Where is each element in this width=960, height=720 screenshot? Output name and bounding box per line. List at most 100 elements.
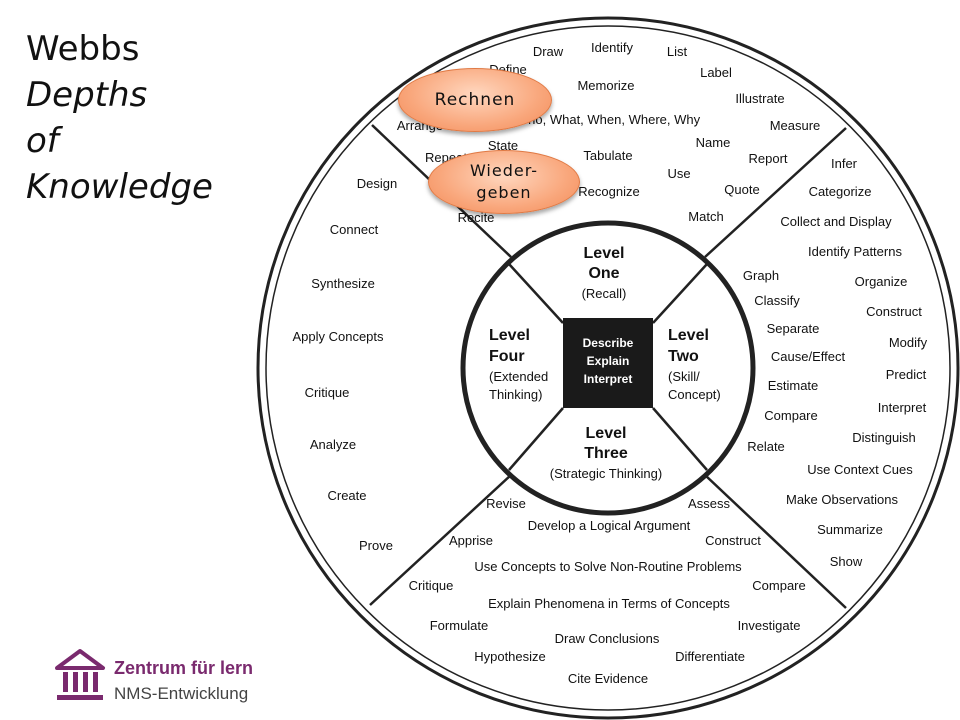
skill-word: Make Observations <box>786 492 898 507</box>
strategic-word: Hypothesize <box>474 649 546 664</box>
slide-title: Webbs Depths of Knowledge <box>26 26 213 210</box>
recall-word: Label <box>700 65 732 80</box>
recall-word: Who, What, When, Where, Why <box>516 112 701 127</box>
level-two-sub-2: Concept) <box>668 387 721 402</box>
skill-word: Infer <box>831 156 858 171</box>
skill-word: Summarize <box>817 522 883 537</box>
recall-word: Recite <box>458 210 495 225</box>
skill-word: Use Context Cues <box>807 462 913 477</box>
skill-word: Interpret <box>878 400 927 415</box>
rechnen-bubble-text: Rechnen <box>434 90 516 110</box>
skill-word: Distinguish <box>852 430 916 445</box>
recall-word: Match <box>688 209 723 224</box>
extended-word: Connect <box>330 222 379 237</box>
strategic-word: Explain Phenomena in Terms of Concepts <box>488 596 730 611</box>
strategic-word: Apprise <box>449 533 493 548</box>
title-line-1: Webbs <box>26 29 140 69</box>
level-one-label-1: Level <box>584 245 625 262</box>
extended-word: Design <box>357 176 397 191</box>
wiedergeben-bubble-text: Wieder- geben <box>470 160 538 204</box>
skill-word: Categorize <box>809 184 872 199</box>
level-four-sub-2: Thinking) <box>489 387 542 402</box>
recall-word: Use <box>667 166 690 181</box>
skill-word: Show <box>830 554 863 569</box>
level-two-sub-1: (Skill/ <box>668 369 700 384</box>
strategic-word: Cite Evidence <box>568 671 648 686</box>
skill-word: Identify Patterns <box>808 244 902 259</box>
center-text-2: Explain <box>587 354 630 368</box>
extended-word: Synthesize <box>311 276 375 291</box>
strategic-word: Draw Conclusions <box>555 631 660 646</box>
divider-bottom-right <box>704 474 847 609</box>
skill-word: Separate <box>767 321 820 336</box>
outer-ring-inner-line <box>265 25 951 711</box>
center-text-1: Describe <box>583 336 634 350</box>
temple-logo-icon <box>55 649 105 700</box>
skill-word: Estimate <box>768 378 819 393</box>
level-one-label-2: One <box>588 265 619 282</box>
level-three-label-1: Level <box>586 425 627 442</box>
strategic-word: Assess <box>688 496 730 511</box>
strategic-word: Differentiate <box>675 649 745 664</box>
level-three-label-2: Three <box>584 445 628 462</box>
skill-word: Construct <box>866 304 922 319</box>
rechnen-bubble: Rechnen <box>398 68 552 132</box>
inner-divider-tr <box>652 263 708 324</box>
wiedergeben-line-1: Wieder- <box>469 161 539 180</box>
strategic-word: Critique <box>409 578 454 593</box>
wiedergeben-bubble: Wieder- geben <box>428 150 580 214</box>
outer-ring-outline <box>256 16 960 720</box>
recall-word: Report <box>748 151 787 166</box>
extended-word: Prove <box>359 538 393 553</box>
divider-top-right <box>704 127 847 258</box>
level-three-sub-1: (Strategic Thinking) <box>550 466 662 481</box>
extended-words: Design Connect Synthesize Apply Concepts… <box>292 176 397 553</box>
recall-word: Tabulate <box>583 148 632 163</box>
level-one-sub-1: (Recall) <box>582 286 627 301</box>
recall-word: Quote <box>724 182 759 197</box>
divider-bottom-left <box>369 474 512 606</box>
title-line-4: Knowledge <box>26 167 213 207</box>
strategic-word: Use Concepts to Solve Non-Routine Proble… <box>474 559 742 574</box>
logo: Zentrum für lern NMS-Entwicklung <box>54 648 262 708</box>
title-line-2: Depths <box>26 75 148 115</box>
recall-words: Draw Identify List Define Label Memorize… <box>397 40 820 225</box>
recall-word: Name <box>696 135 731 150</box>
inner-divider-br <box>652 407 708 471</box>
skill-word: Compare <box>764 408 817 423</box>
logo-subtitle: NMS-Entwicklung <box>114 684 249 703</box>
center-text-3: Interpret <box>584 372 633 386</box>
wiedergeben-line-2: geben <box>476 183 532 202</box>
skill-word: Relate <box>747 439 785 454</box>
recall-word: Memorize <box>577 78 634 93</box>
skill-word: Collect and Display <box>780 214 892 229</box>
strategic-word: Develop a Logical Argument <box>528 518 691 533</box>
skill-words: Infer Categorize Collect and Display Ide… <box>743 156 928 569</box>
strategic-word: Formulate <box>430 618 489 633</box>
level-four-label-1: Level <box>489 327 530 344</box>
recall-word: Recognize <box>578 184 639 199</box>
extended-word: Apply Concepts <box>292 329 384 344</box>
extended-word: Analyze <box>310 437 356 452</box>
inner-divider-tl <box>508 263 564 324</box>
recall-word: List <box>667 44 688 59</box>
level-four-label-2: Four <box>489 348 525 365</box>
recall-word: Measure <box>770 118 821 133</box>
inner-divider-bl <box>508 407 564 471</box>
skill-word: Modify <box>889 335 928 350</box>
center-box <box>563 318 653 408</box>
logo-title: Zentrum für lern <box>114 658 254 678</box>
recall-word: Illustrate <box>735 91 784 106</box>
level-two-label-2: Two <box>668 348 699 365</box>
strategic-words: Revise Assess Develop a Logical Argument… <box>409 496 806 686</box>
recall-word: Identify <box>591 40 633 55</box>
extended-word: Create <box>327 488 366 503</box>
skill-word: Organize <box>855 274 908 289</box>
skill-word: Classify <box>754 293 800 308</box>
strategic-word: Construct <box>705 533 761 548</box>
extended-word: Critique <box>305 385 350 400</box>
strategic-word: Investigate <box>738 618 801 633</box>
title-line-3: of <box>26 121 59 161</box>
strategic-word: Compare <box>752 578 805 593</box>
